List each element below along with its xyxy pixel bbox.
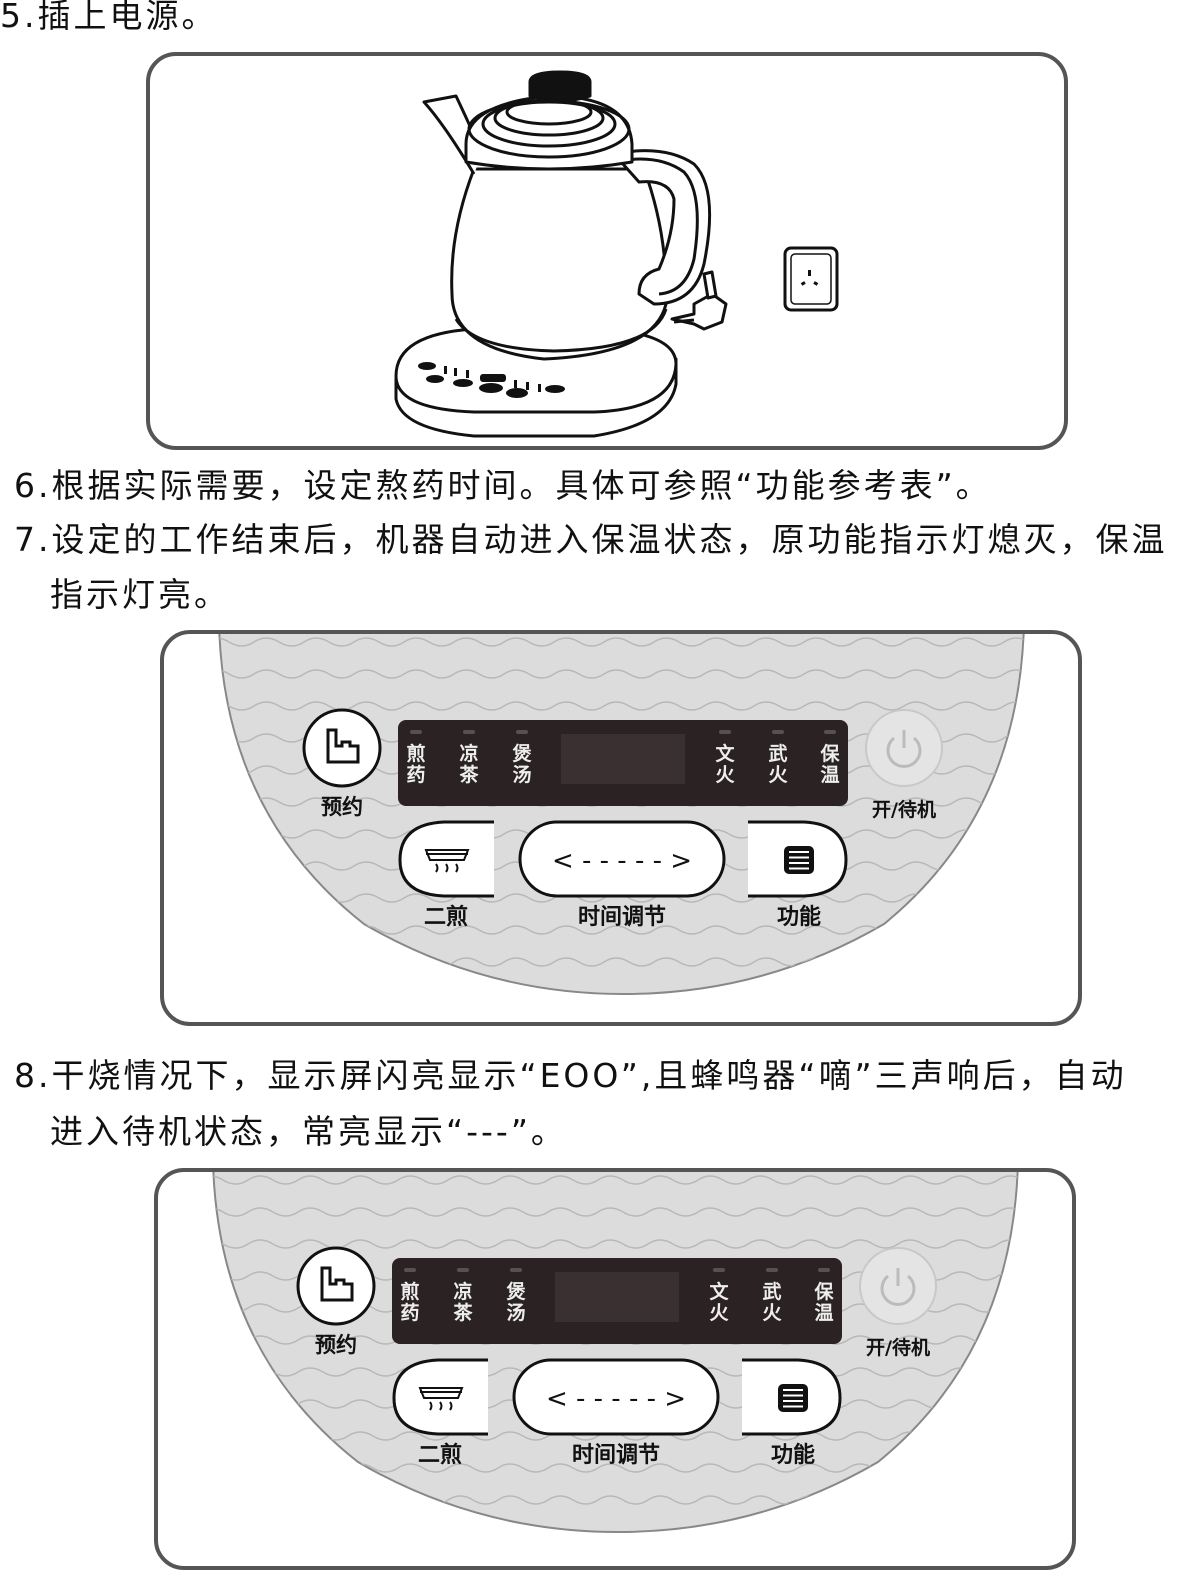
mode-label-bottom: 汤 xyxy=(506,1301,525,1324)
time-adjust-button[interactable]: < - - - - - > 时间调节 xyxy=(512,1358,720,1468)
mode-label-bottom: 药 xyxy=(400,1301,419,1324)
steaming-pot-icon xyxy=(424,849,470,873)
step-6-text: 6.根据实际需要，设定熬药时间。具体可参照“功能参考表”。 xyxy=(14,466,992,505)
heat-label-bottom: 火 xyxy=(762,1302,782,1324)
heat-label-bottom: 温 xyxy=(820,764,839,786)
hand-press-icon xyxy=(320,1266,354,1302)
step-8-text-line2: 进入待机状态，常亮显示“---”。 xyxy=(50,1112,567,1151)
mode-label-bottom: 茶 xyxy=(459,763,479,786)
control-panel-frame-1: 煎药凉茶煲汤文火武火保温预约开/待机二煎< - - - - - >时间调节功能 xyxy=(160,630,1082,1026)
power-button[interactable]: 开/待机 xyxy=(859,1247,937,1359)
mode-label-top: 凉 xyxy=(459,742,478,765)
time-adjust-label: 时间调节 xyxy=(572,1443,660,1468)
function-label: 功能 xyxy=(777,904,821,930)
reserve-button[interactable]: 预约 xyxy=(296,1246,376,1357)
indicator-led xyxy=(516,730,528,734)
heat-label-bottom: 火 xyxy=(709,1302,729,1324)
kettle-illustration xyxy=(394,70,839,438)
heat-label-top: 文 xyxy=(709,1280,729,1303)
time-adjust-label: 时间调节 xyxy=(578,905,666,930)
heat-label-top: 保 xyxy=(813,1280,834,1303)
indicator-led xyxy=(824,730,836,734)
heat-label-bottom: 温 xyxy=(814,1302,833,1324)
indicator-led xyxy=(457,1268,469,1272)
step-7-text-line2: 指示灯亮。 xyxy=(50,575,230,614)
step-7-text-line1: 7.设定的工作结束后，机器自动进入保温状态，原功能指示灯熄灭，保温 xyxy=(14,520,1168,559)
menu-list-icon xyxy=(778,1384,808,1412)
power-icon xyxy=(880,1268,916,1306)
heat-label-bottom: 火 xyxy=(715,764,735,786)
indicator-led xyxy=(818,1268,830,1272)
reserve-label: 预约 xyxy=(321,795,363,819)
heat-label-top: 文 xyxy=(715,742,735,765)
time-adjust-arrows: < - - - - - > xyxy=(546,1384,686,1414)
indicator-led xyxy=(766,1268,778,1272)
control-panel-frame-2: 煎药凉茶煲汤文火武火保温预约开/待机二煎< - - - - - >时间调节功能 xyxy=(154,1168,1076,1570)
indicator-led xyxy=(510,1268,522,1272)
step-5-text: 5.插上电源。 xyxy=(0,0,218,35)
kettle-illustration-frame xyxy=(146,52,1068,450)
power-label: 开/待机 xyxy=(872,798,936,821)
second-decoct-button[interactable]: 二煎 xyxy=(392,1358,488,1468)
mode-label-bottom: 汤 xyxy=(512,763,531,786)
indicator-led xyxy=(410,730,422,734)
mode-label-top: 煎 xyxy=(400,1280,419,1303)
heat-label-bottom: 火 xyxy=(768,764,788,786)
indicator-led xyxy=(719,730,731,734)
digit-display xyxy=(555,1272,679,1322)
time-adjust-button[interactable]: < - - - - - > 时间调节 xyxy=(518,820,726,930)
reserve-button[interactable]: 预约 xyxy=(302,708,382,819)
function-button[interactable]: 功能 xyxy=(748,820,848,930)
mode-label-top: 煲 xyxy=(512,742,532,765)
indicator-led xyxy=(772,730,784,734)
digit-display xyxy=(561,734,685,784)
power-button[interactable]: 开/待机 xyxy=(865,709,943,821)
steaming-pot-icon xyxy=(418,1387,464,1411)
function-label: 功能 xyxy=(771,1442,815,1468)
second-decoct-label: 二煎 xyxy=(424,904,468,930)
second-decoct-label: 二煎 xyxy=(418,1442,462,1468)
mode-label-top: 煎 xyxy=(406,742,425,765)
indicator-led xyxy=(713,1268,725,1272)
power-label: 开/待机 xyxy=(866,1336,930,1359)
mode-label-bottom: 茶 xyxy=(453,1301,473,1324)
control-panel-1: 煎药凉茶煲汤文火武火保温预约开/待机二煎< - - - - - >时间调节功能 xyxy=(218,634,1025,996)
mode-label-top: 凉 xyxy=(453,1280,472,1303)
heat-label-top: 武 xyxy=(762,1281,781,1303)
second-decoct-button[interactable]: 二煎 xyxy=(398,820,494,930)
power-icon xyxy=(886,730,922,768)
heat-label-top: 保 xyxy=(819,742,840,765)
function-button[interactable]: 功能 xyxy=(742,1358,842,1468)
control-panel-2: 煎药凉茶煲汤文火武火保温预约开/待机二煎< - - - - - >时间调节功能 xyxy=(212,1172,1019,1534)
mode-label-top: 煲 xyxy=(506,1280,526,1303)
hand-press-icon xyxy=(326,728,360,764)
reserve-label: 预约 xyxy=(315,1333,357,1357)
wall-socket-icon xyxy=(783,246,839,312)
menu-list-icon xyxy=(784,846,814,874)
indicator-led xyxy=(404,1268,416,1272)
heat-label-top: 武 xyxy=(768,743,787,765)
step-8-text-line1: 8.干烧情况下，显示屏闪亮显示“EOO”,且蜂鸣器“嘀”三声响后，自动 xyxy=(14,1056,1127,1095)
time-adjust-arrows: < - - - - - > xyxy=(552,846,692,876)
indicator-led xyxy=(463,730,475,734)
mode-label-bottom: 药 xyxy=(406,763,425,786)
